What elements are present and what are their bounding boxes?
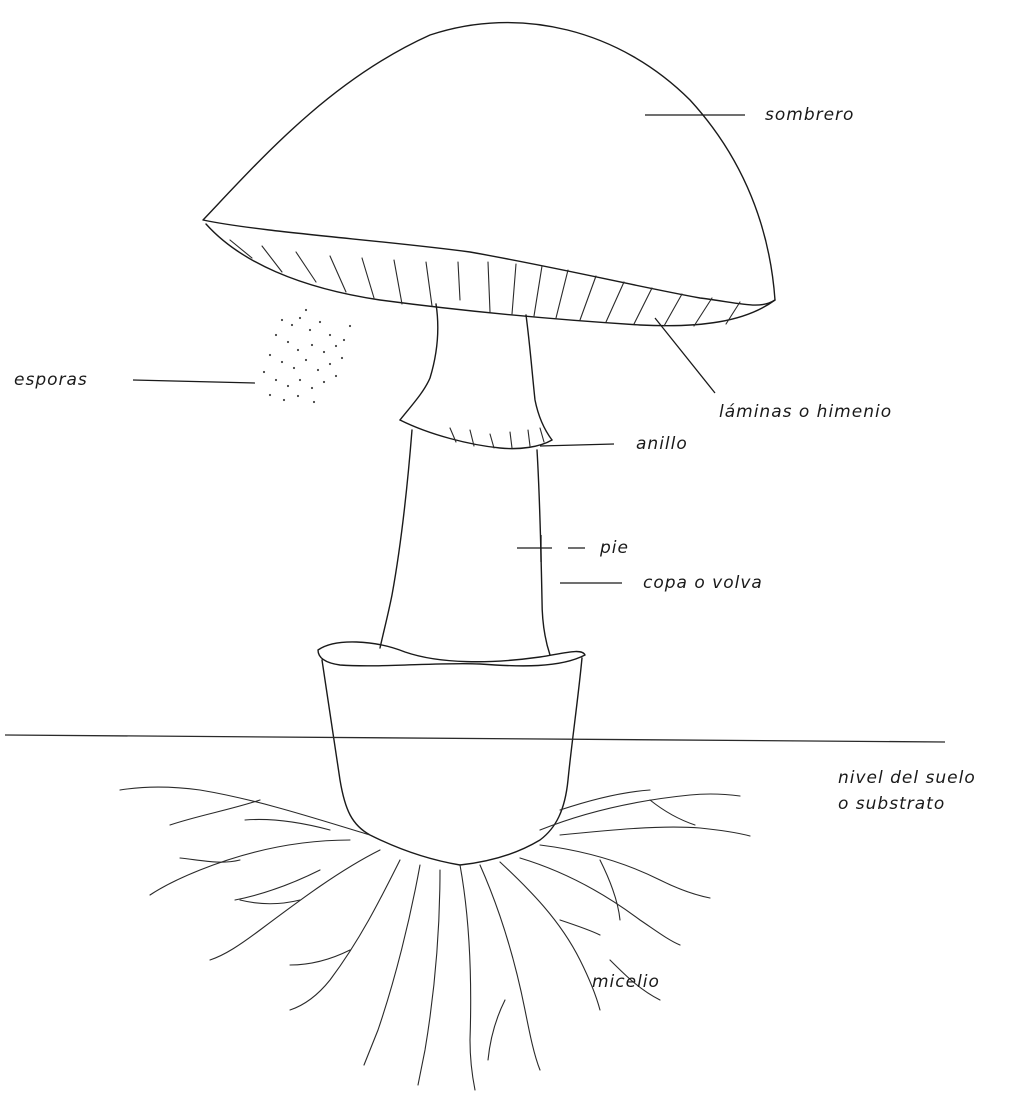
label-sombrero: sombrero bbox=[765, 103, 854, 127]
volva-left-side bbox=[322, 660, 460, 865]
label-anillo: anillo bbox=[636, 432, 688, 456]
label-pie: pie bbox=[600, 536, 629, 560]
label-laminas: láminas o himenio bbox=[719, 400, 892, 424]
label-nivel-suelo: nivel del suelo bbox=[838, 766, 976, 790]
label-micelio: micelio bbox=[592, 970, 660, 994]
stem-lower-left bbox=[380, 430, 412, 648]
label-substrato: o substrato bbox=[838, 792, 945, 816]
label-copa: copa o volva bbox=[643, 571, 763, 595]
cap-underside bbox=[206, 224, 775, 326]
pointer-lines bbox=[133, 115, 745, 583]
ground-line bbox=[5, 735, 945, 742]
volva-rim bbox=[318, 642, 585, 666]
stem-upper-left bbox=[400, 304, 438, 420]
ring-folds bbox=[450, 428, 544, 448]
ring-outline bbox=[400, 420, 552, 449]
spore-dots bbox=[263, 309, 351, 403]
cap-outline bbox=[203, 23, 775, 306]
stem-lower-right bbox=[537, 450, 550, 655]
stem-upper-right bbox=[526, 315, 552, 440]
volva-right-side bbox=[460, 658, 582, 865]
label-esporas: esporas bbox=[14, 368, 88, 392]
mycelium bbox=[120, 787, 750, 1090]
